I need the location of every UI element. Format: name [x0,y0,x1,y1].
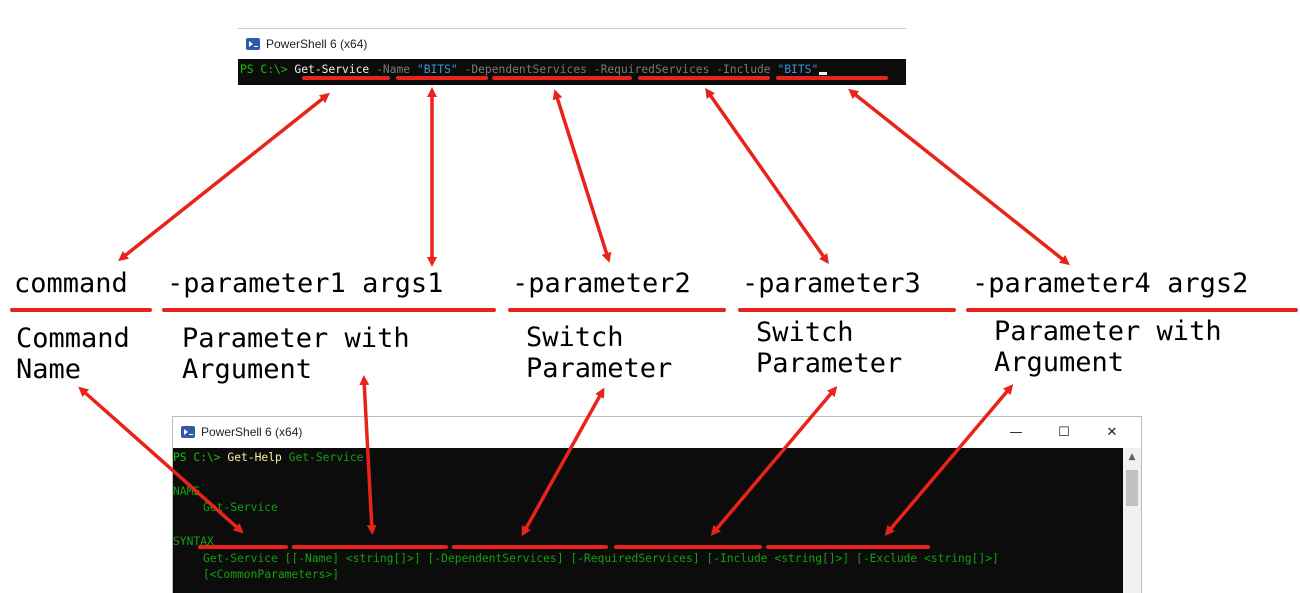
powershell-icon [181,426,195,438]
syntax-required: [-RequiredServices] [570,552,700,565]
prompt: PS C:\> [240,63,295,76]
desc-line: Parameter with [994,316,1222,347]
vertical-scrollbar[interactable]: ▲ [1123,448,1141,593]
desc-line: Command [16,323,130,354]
arrow-top-param3 [705,87,829,265]
close-button[interactable]: ✕ [1106,424,1118,440]
desc-line: Parameter [526,353,673,384]
cmd-get-help: Get-Help [227,451,282,464]
desc-line: Name [16,354,82,385]
gethelp-command-line: PS C:\> Get-Help Get-Service [173,450,363,466]
name-header: NAME [173,485,201,498]
cmd-get-service: Get-Service [294,63,370,76]
top-console[interactable]: PS C:\> Get-Service -Name "BITS" -Depend… [238,59,906,85]
syntax-exclude: [-Exclude <string[]>] [856,552,999,565]
top-window-title: PowerShell 6 (x64) [266,37,368,51]
param-required-services: -RequiredServices [593,63,710,76]
prompt: PS C:\> [173,451,228,464]
desc-line: Parameter with [182,323,410,354]
powershell-icon [246,38,260,50]
param-dependent-services: -DependentServices [464,63,587,76]
arrow-top-command [118,92,330,262]
label-command: command [14,268,128,299]
arrow-top-param2 [552,89,612,263]
syntax-common-parameters: [<CommonParameters>] [203,568,340,581]
scroll-thumb[interactable] [1126,470,1138,506]
minimize-button[interactable]: — [1009,424,1023,440]
scroll-up-arrow-icon[interactable]: ▲ [1128,452,1136,462]
label-parameter2: -parameter2 [512,268,691,299]
syntax-include: [-Include <string[]>] [706,552,850,565]
syntax-header: SYNTAX [173,535,214,548]
desc-line: Argument [994,347,1125,378]
top-command-line: PS C:\> Get-Service -Name "BITS" -Depend… [240,62,828,78]
bottom-console[interactable]: PS C:\> Get-Help Get-Service NAME Get-Se… [173,448,1123,593]
desc-line: Switch [756,317,854,348]
desc-line: Switch [526,322,624,353]
param-name: -Name [376,63,411,76]
maximize-button[interactable]: ☐ [1058,424,1070,440]
text-cursor [819,72,828,75]
bottom-powershell-window: PowerShell 6 (x64) — ☐ ✕ PS C:\> Get-Hel… [172,416,1142,593]
bottom-window-title: PowerShell 6 (x64) [201,425,303,439]
label-parameter4-args2: -parameter4 args2 [972,268,1249,299]
syntax-dependent: [-DependentServices] [427,552,564,565]
arg-bits-1: "BITS" [416,63,458,76]
desc-line: Parameter [756,348,903,379]
arrow-top-param4 [848,88,1070,266]
arg-bits-2: "BITS" [777,63,819,76]
syntax-line: Get-Service [[-Name] <string[]>] [-Depen… [203,551,999,567]
syntax-name: [[-Name] <string[]>] [284,552,421,565]
top-powershell-window: PowerShell 6 (x64) PS C:\> Get-Service -… [238,28,906,85]
label-parameter1-args1: -parameter1 args1 [167,268,444,299]
cmd-argument: Get-Service [288,451,364,464]
top-titlebar[interactable]: PowerShell 6 (x64) [238,29,906,59]
syntax-cmd: Get-Service [203,552,278,565]
name-value: Get-Service [203,501,278,514]
label-parameter3: -parameter3 [742,268,921,299]
param-include: -Include [716,63,771,76]
desc-line: Argument [182,354,313,385]
